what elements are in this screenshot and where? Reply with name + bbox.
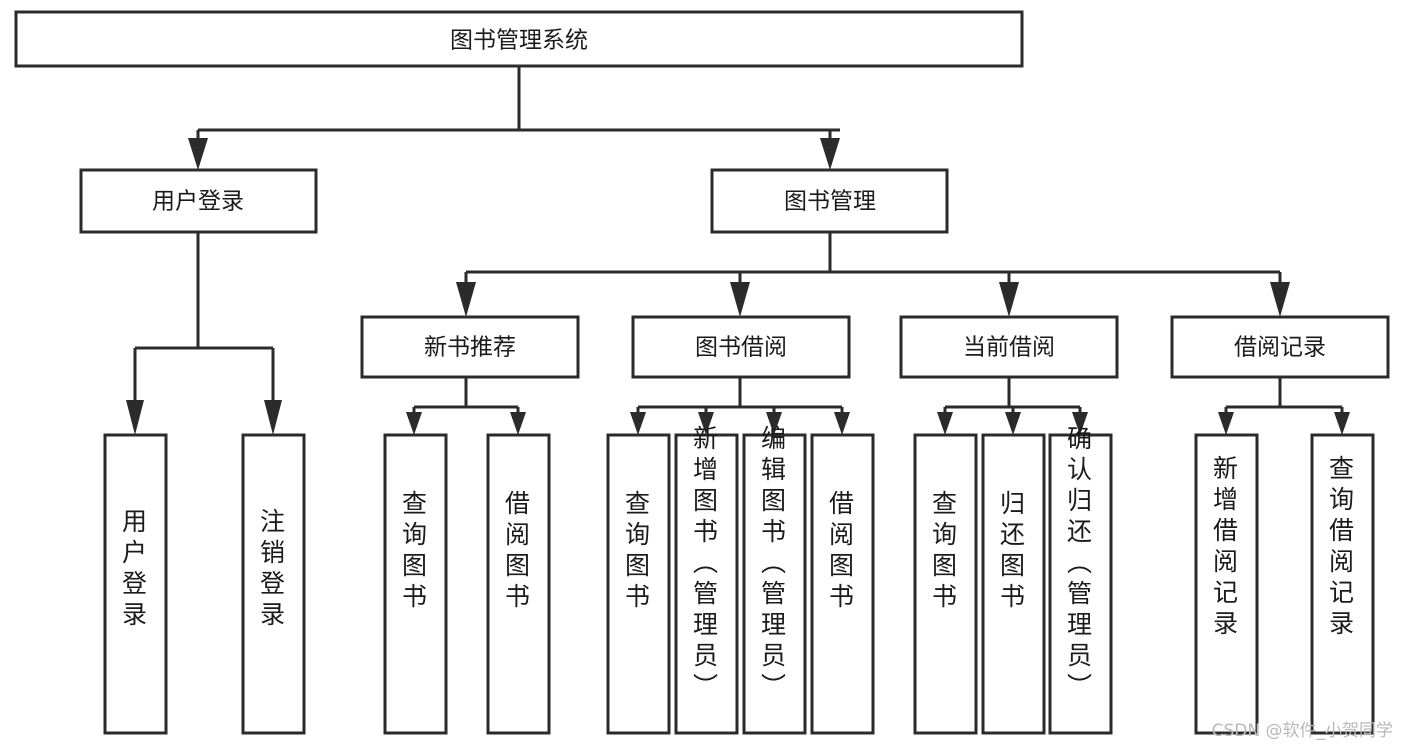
leaf-label: 归还图书	[1000, 489, 1026, 611]
connector-currentborrow-to-leaves	[937, 377, 1088, 435]
leaf-label: 编辑图书︵管理员︶	[761, 424, 787, 701]
leaf-label: 注销登录	[260, 507, 286, 629]
leaf-label: 借阅图书	[505, 489, 531, 611]
leaf-user-login-1[interactable]: 注销登录	[241, 433, 306, 735]
leaf-label: 查询图书	[402, 489, 428, 611]
arrow-head-icon	[1218, 412, 1234, 435]
leaf-borrow-record-1[interactable]: 查询借阅记录	[1310, 433, 1375, 735]
arrow-head-icon	[406, 412, 422, 435]
leaf-label: 查询图书	[625, 489, 651, 611]
leaf-label: 查询图书	[932, 489, 958, 611]
node-new-book-recommend-label: 新书推荐	[424, 335, 516, 361]
connector-root-to-level2	[188, 66, 840, 170]
leaf-label: 新增图书︵管理员︶	[693, 424, 719, 701]
node-book-borrow-label: 图书借阅	[695, 335, 787, 361]
node-root-label: 图书管理系统	[450, 28, 588, 54]
leaf-book-borrow-3[interactable]: 借阅图书	[810, 433, 875, 735]
arrow-head-icon	[456, 282, 476, 317]
arrow-head-icon	[126, 400, 144, 435]
node-user-login-label: 用户登录	[152, 189, 244, 215]
connector-userlogin-to-leaves	[126, 232, 282, 435]
node-current-borrow-label: 当前借阅	[963, 335, 1055, 361]
leaf-label: 新增借阅记录	[1213, 454, 1239, 638]
leaf-new-book-recommend-0[interactable]: 查询图书	[383, 433, 448, 735]
connector-borrowrecord-to-leaves	[1218, 377, 1350, 435]
arrow-head-icon	[188, 138, 208, 170]
leaf-label: 查询借阅记录	[1329, 454, 1355, 638]
leaf-new-book-recommend-1[interactable]: 借阅图书	[486, 433, 551, 735]
node-user-login[interactable]: 用户登录	[79, 168, 318, 234]
leaf-book-borrow-1[interactable]: 新增图书︵管理员︶	[674, 424, 739, 735]
leaf-current-borrow-1[interactable]: 归还图书	[981, 433, 1046, 735]
node-book-management[interactable]: 图书管理	[710, 168, 949, 234]
node-current-borrow[interactable]: 当前借阅	[899, 315, 1119, 379]
arrow-head-icon	[937, 412, 953, 435]
connector-newbook-to-leaves	[406, 377, 526, 435]
node-book-management-label: 图书管理	[784, 189, 876, 215]
leaf-book-borrow-2[interactable]: 编辑图书︵管理员︶	[742, 424, 807, 735]
arrow-head-icon	[510, 412, 526, 435]
arrow-head-icon	[820, 138, 840, 170]
arrow-head-icon	[766, 412, 782, 435]
connector-bookmgmt-to-level3	[456, 232, 1290, 317]
node-book-borrow[interactable]: 图书借阅	[631, 315, 851, 379]
arrow-head-icon	[264, 400, 282, 435]
arrow-head-icon	[730, 282, 750, 317]
node-root-book-management-system[interactable]: 图书管理系统	[14, 10, 1024, 68]
connector-bookborrow-to-leaves	[630, 377, 850, 435]
arrow-head-icon	[1334, 412, 1350, 435]
arrow-head-icon	[1072, 412, 1088, 435]
leaf-user-login-0[interactable]: 用户登录	[103, 433, 168, 735]
arrow-head-icon	[999, 282, 1019, 317]
leaf-borrow-record-0[interactable]: 新增借阅记录	[1194, 433, 1259, 735]
leaf-label: 借阅图书	[829, 489, 855, 611]
leaf-current-borrow-2[interactable]: 确认归还︵管理员︶	[1048, 424, 1113, 735]
arrow-head-icon	[698, 412, 714, 435]
arrow-head-icon	[1005, 412, 1021, 435]
leaf-label: 用户登录	[122, 507, 148, 629]
arrow-head-icon	[1270, 282, 1290, 317]
node-new-book-recommend[interactable]: 新书推荐	[360, 315, 580, 379]
arrow-head-icon	[630, 412, 646, 435]
leaf-book-borrow-0[interactable]: 查询图书	[606, 433, 671, 735]
arrow-head-icon	[834, 412, 850, 435]
leaf-label: 确认归还︵管理员︶	[1067, 424, 1093, 701]
leaf-current-borrow-0[interactable]: 查询图书	[913, 433, 978, 735]
node-borrow-record[interactable]: 借阅记录	[1170, 315, 1390, 379]
node-borrow-record-label: 借阅记录	[1234, 335, 1326, 361]
